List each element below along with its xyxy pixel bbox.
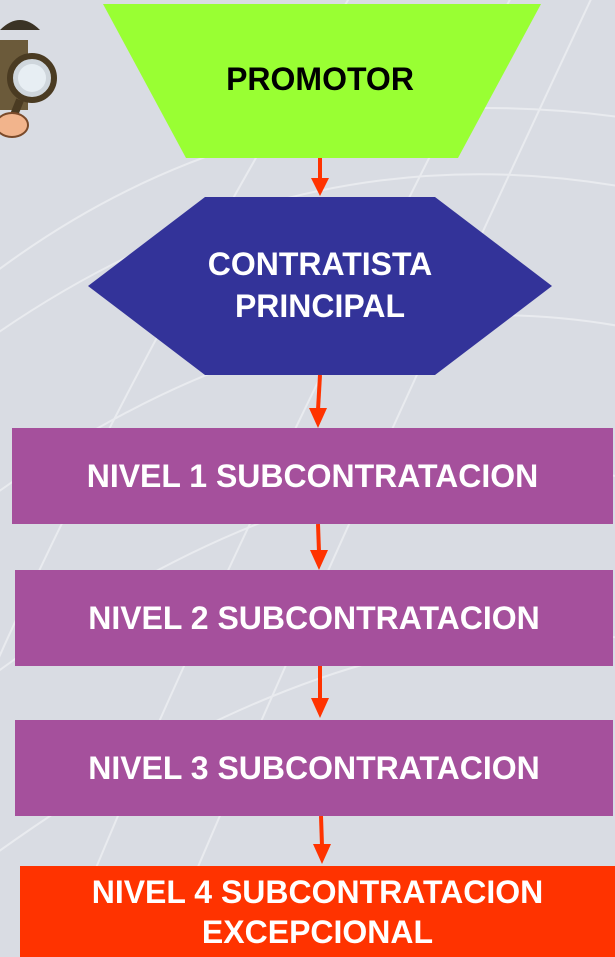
detective-magnifier-icon — [0, 20, 57, 138]
nivel-4-box: NIVEL 4 SUBCONTRATACION EXCEPCIONAL — [20, 866, 615, 957]
nivel-4-line-2: EXCEPCIONAL — [201, 913, 434, 950]
promotor-shape — [103, 4, 541, 158]
nivel-1-box: NIVEL 1 SUBCONTRATACION — [12, 428, 613, 524]
arrow-contratista-nivel1 — [309, 374, 327, 428]
arrow-nivel2-nivel3 — [311, 666, 329, 718]
connector-arrows — [309, 158, 331, 864]
contratista-shape — [88, 197, 552, 375]
arrow-nivel1-nivel2 — [310, 523, 328, 570]
nivel-2-box: NIVEL 2 SUBCONTRATACION — [15, 570, 613, 666]
nivel-3-box: NIVEL 3 SUBCONTRATACION — [15, 720, 613, 816]
arrow-nivel3-nivel4 — [313, 815, 331, 864]
nivel-4-line-1: NIVEL 4 SUBCONTRATACION — [91, 873, 544, 910]
arrow-promotor-contratista — [311, 158, 329, 196]
contratista-line-1: CONTRATISTA — [207, 246, 433, 283]
contratista-label: CONTRATISTA PRINCIPAL — [150, 238, 490, 334]
contratista-line-2: PRINCIPAL — [234, 288, 406, 324]
promotor-label: PROMOTOR — [226, 61, 414, 98]
